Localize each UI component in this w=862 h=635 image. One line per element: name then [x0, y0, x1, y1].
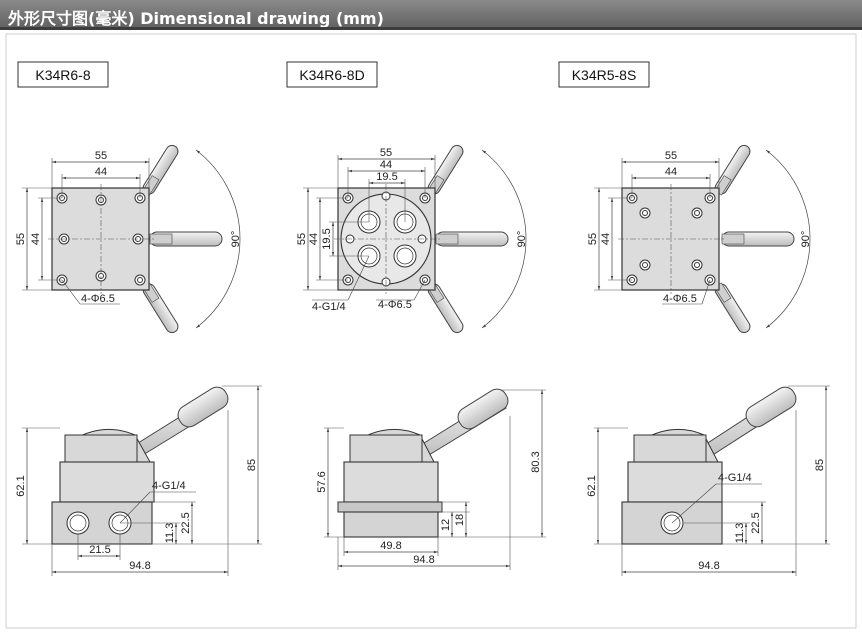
- dimension-label: 4-G1/4: [152, 480, 186, 492]
- header-stripe: [0, 27, 862, 30]
- dimension-label: 44: [308, 233, 320, 245]
- dimension-label: 11.3: [164, 523, 176, 544]
- dimension-label: 44: [380, 159, 392, 171]
- dimension-label: 55: [665, 150, 677, 162]
- dimension-label: 4-Φ6.5: [378, 299, 412, 311]
- top-view-1: 55 44 55 44 90° 4-Φ6.5: [15, 144, 242, 334]
- dimension-label: 44: [95, 166, 107, 178]
- dimension-label: 62.1: [586, 475, 598, 496]
- dimension-label: 4-G1/4: [312, 301, 346, 313]
- side-view-2: 57.6 80.3 12 18 49.8 94.8: [316, 388, 546, 570]
- dimension-label: 18: [454, 514, 466, 526]
- dimension-label: 21.5: [89, 544, 110, 556]
- dimension-label: 44: [30, 233, 42, 245]
- dimension-label: 22.5: [750, 512, 762, 533]
- top-view-2: 55 44 19.5 55 44 19.5 90°: [296, 144, 528, 334]
- dimension-label: 44: [600, 233, 612, 245]
- dimension-label: 19.5: [321, 228, 333, 249]
- dimension-label: 94.8: [129, 560, 150, 572]
- dimension-label: 4-Φ6.5: [663, 293, 697, 305]
- model-label-text: K34R6-8: [35, 67, 90, 83]
- model-label-3: K34R5-8S: [558, 61, 650, 88]
- dimension-label: 90°: [800, 231, 812, 248]
- side-view-1: 62.1 85 4-G1/4 11.3 22.5 21.5: [15, 385, 262, 576]
- model-label-2: K34R6-8D: [286, 61, 378, 88]
- model-label-text: K34R5-8S: [572, 67, 637, 83]
- page-title: 外形尺寸图(毫米) Dimensional drawing (mm): [8, 9, 384, 28]
- dimension-label: 49.8: [380, 540, 401, 552]
- dimension-label: 12: [440, 519, 452, 531]
- dimension-label: 44: [665, 166, 677, 178]
- dimension-label: 85: [814, 459, 826, 471]
- model-label-1: K34R6-8: [17, 61, 109, 88]
- side-view-3: 62.1 85 4-G1/4 11.3 22.5 94.8: [586, 385, 830, 576]
- model-label-text: K34R6-8D: [299, 67, 364, 83]
- dimension-label: 94.8: [413, 554, 434, 566]
- dimension-label: 22.5: [180, 512, 192, 533]
- dimension-label: 90°: [230, 231, 242, 248]
- dimension-label: 94.8: [698, 560, 719, 572]
- dimension-label: 4-G1/4: [718, 472, 752, 484]
- dimension-label: 85: [246, 459, 258, 471]
- dimension-label: 55: [380, 147, 392, 159]
- dimension-label: 55: [296, 233, 308, 245]
- header-bar: 外形尺寸图(毫米) Dimensional drawing (mm): [0, 0, 862, 30]
- dimension-label: 4-Φ6.5: [81, 293, 115, 305]
- frame: [5, 33, 857, 629]
- dimension-label: 55: [95, 150, 107, 162]
- dimension-label: 80.3: [530, 451, 542, 472]
- dimension-label: 57.6: [316, 471, 328, 492]
- dimension-label: 90°: [516, 231, 528, 248]
- dimension-label: 11.3: [734, 523, 746, 544]
- dimension-label: 62.1: [15, 475, 27, 496]
- top-view-3: 55 44 55 44 90° 4-Φ6.5: [587, 144, 812, 334]
- dimension-label: 19.5: [376, 171, 397, 183]
- dimension-label: 55: [15, 233, 27, 245]
- dimension-label: 55: [587, 233, 599, 245]
